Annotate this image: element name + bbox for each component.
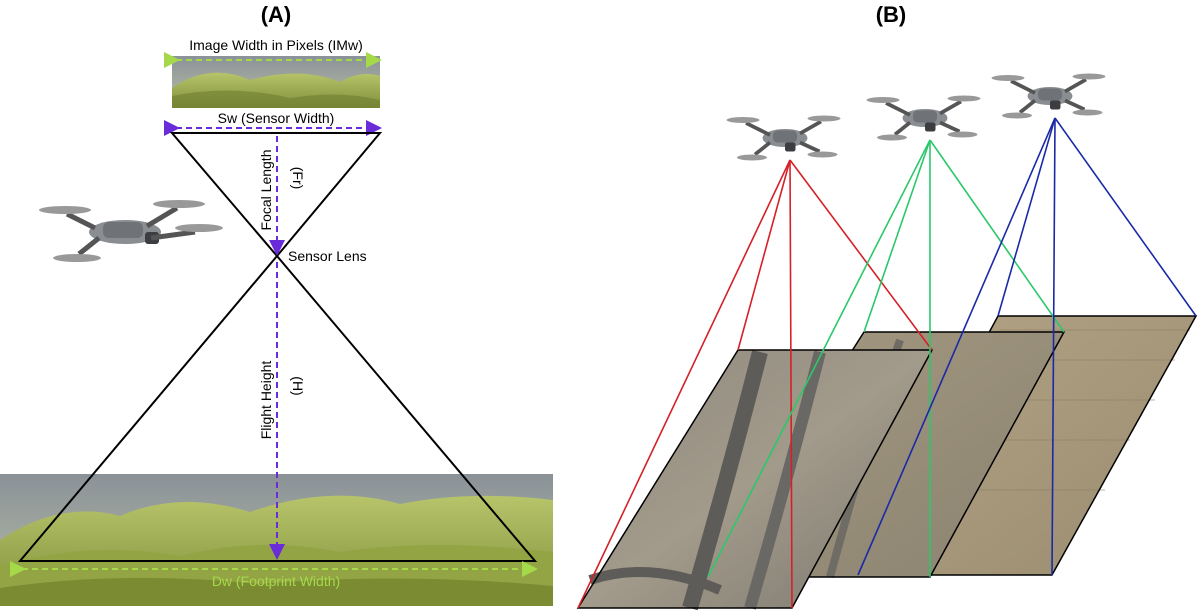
footprint-width-label: Dw (Footprint Width) (212, 573, 340, 589)
drone-icon (866, 95, 981, 141)
focal-length-symbol: (Fr) (290, 167, 306, 190)
image-width-label: Image Width in Pixels (IMw) (189, 37, 362, 53)
drone-icon (39, 200, 223, 262)
panel-b: (B) (576, 2, 1198, 611)
sensor-image-thumbnail (172, 56, 380, 108)
blue-projection-lines (857, 117, 1197, 576)
flight-height-symbol: (H) (290, 376, 306, 395)
flight-height-label: Flight Height (258, 361, 274, 440)
drone-icon (991, 73, 1106, 119)
focal-length-label: Focal Length (258, 150, 274, 231)
panel-b-label: (B) (876, 2, 907, 27)
red-projection-lines (577, 159, 933, 609)
panel-a-label: (A) (261, 2, 292, 27)
sensor-cone (169, 132, 383, 258)
aerial-image-1 (576, 349, 934, 611)
drone-icon (726, 115, 841, 161)
green-projection-lines (707, 139, 1065, 578)
panel-a: (A) Image Width in Pixels (IMw) Sw (Sens… (0, 2, 553, 606)
sensor-lens-label: Sensor Lens (288, 248, 367, 264)
sensor-width-label: Sw (Sensor Width) (218, 110, 335, 126)
